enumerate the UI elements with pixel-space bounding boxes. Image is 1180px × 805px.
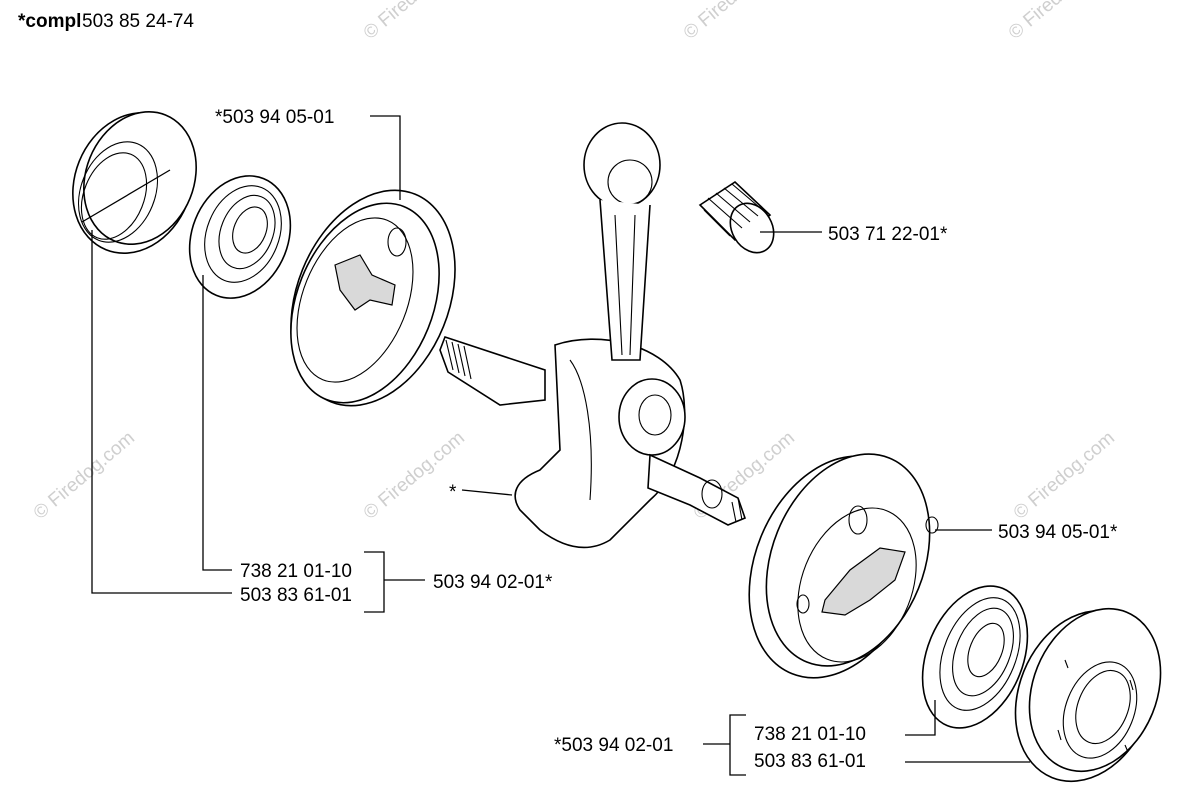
label-set-right: *503 94 02-01: [554, 735, 673, 756]
watermark: © Firedog.com: [680, 0, 789, 44]
left-ball-bearing-part: [188, 175, 292, 299]
left-oil-seal-part: [72, 110, 197, 255]
label-flywheel-half-bottom: 503 94 05-01*: [998, 522, 1118, 543]
label-seal-left: 503 83 61-01: [240, 585, 352, 606]
assembly-header: *compl 503 85 24-74: [18, 11, 194, 32]
label-set-left: 503 94 02-01*: [433, 572, 553, 593]
crankshaft-part: [439, 336, 747, 549]
watermark: © Firedog.com: [1010, 427, 1119, 523]
needle-bearing-part: [698, 180, 775, 254]
label-crankshaft: *: [449, 482, 457, 503]
label-bearing-right: 738 21 01-10: [754, 724, 866, 745]
header-number: 503 85 24-74: [82, 11, 194, 32]
watermark: © Firedog.com: [360, 427, 469, 523]
connecting-rod-part: [583, 122, 661, 361]
watermark: © Firedog.com: [1005, 0, 1114, 44]
leader-lines: [91, 115, 1030, 776]
right-crank-half-part: [748, 453, 939, 679]
label-seal-right: 503 83 61-01: [754, 751, 866, 772]
label-needle-bearing: 503 71 22-01*: [828, 224, 948, 245]
label-bearing-left: 738 21 01-10: [240, 561, 352, 582]
part-labels: *503 94 05-01 503 71 22-01* * 503 94 05-…: [215, 107, 1118, 772]
watermark: © Firedog.com: [360, 0, 469, 44]
label-flywheel-half-top: *503 94 05-01: [215, 107, 334, 128]
left-crank-half-part: [290, 189, 456, 407]
watermark: © Firedog.com: [30, 427, 139, 523]
right-oil-seal-part: [1014, 607, 1162, 783]
header-prefix: *compl: [18, 11, 81, 32]
right-ball-bearing-part: [921, 585, 1029, 729]
